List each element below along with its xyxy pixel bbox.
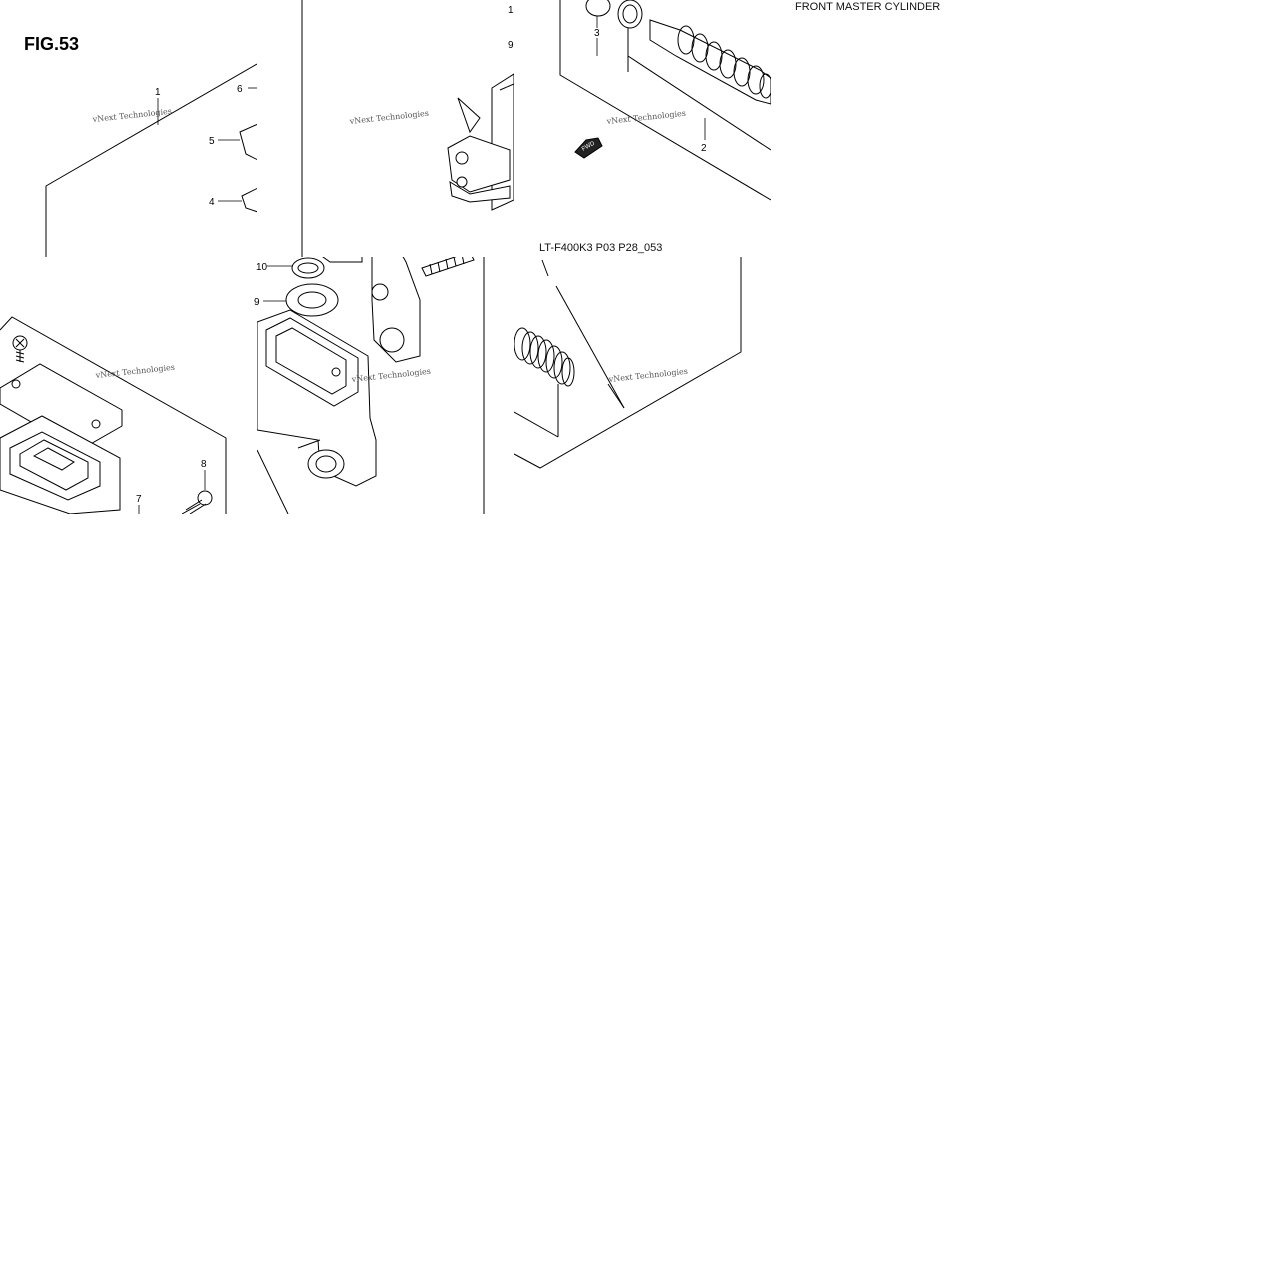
callout-6: 6 bbox=[237, 84, 243, 95]
tile-piston-assembly: 3 2 vNext Technologies FWD bbox=[559, 0, 771, 201]
watermark: vNext Technologies bbox=[605, 109, 686, 126]
figure-label: FIG.53 bbox=[24, 34, 79, 54]
tile-reservoir-cap: 1 6 5 4 vNext Technologies bbox=[45, 63, 257, 257]
callout-7: 7 bbox=[136, 494, 142, 505]
tile-lever-bracket: 1 9 vNext Technologies bbox=[301, 0, 514, 257]
callout-10: 10 bbox=[256, 262, 268, 273]
callout-1: 1 bbox=[155, 87, 161, 98]
callout-1b: 1 bbox=[508, 5, 514, 16]
callout-9b: 9 bbox=[508, 40, 514, 51]
callout-5: 5 bbox=[209, 136, 215, 147]
tile-master-cylinder-body: 10 9 vNext Technologies bbox=[254, 257, 485, 514]
watermark: vNext Technologies bbox=[94, 363, 175, 380]
watermark: vNext Technologies bbox=[607, 367, 688, 384]
callout-9: 9 bbox=[254, 297, 260, 308]
callout-2: 2 bbox=[701, 143, 707, 154]
callout-4: 4 bbox=[209, 197, 215, 208]
tile-spring: LT-F400K3 P03 P28_053 vNext Technologies bbox=[514, 242, 742, 469]
tile-reservoir: 8 7 vNext Technologies bbox=[0, 316, 227, 514]
reference-code: LT-F400K3 P03 P28_053 bbox=[539, 242, 662, 254]
callout-3: 3 bbox=[594, 28, 600, 39]
diagram-title: FRONT MASTER CYLINDER bbox=[795, 1, 940, 13]
watermark: vNext Technologies bbox=[91, 107, 172, 124]
callout-8: 8 bbox=[201, 459, 207, 470]
watermark: vNext Technologies bbox=[348, 109, 429, 126]
